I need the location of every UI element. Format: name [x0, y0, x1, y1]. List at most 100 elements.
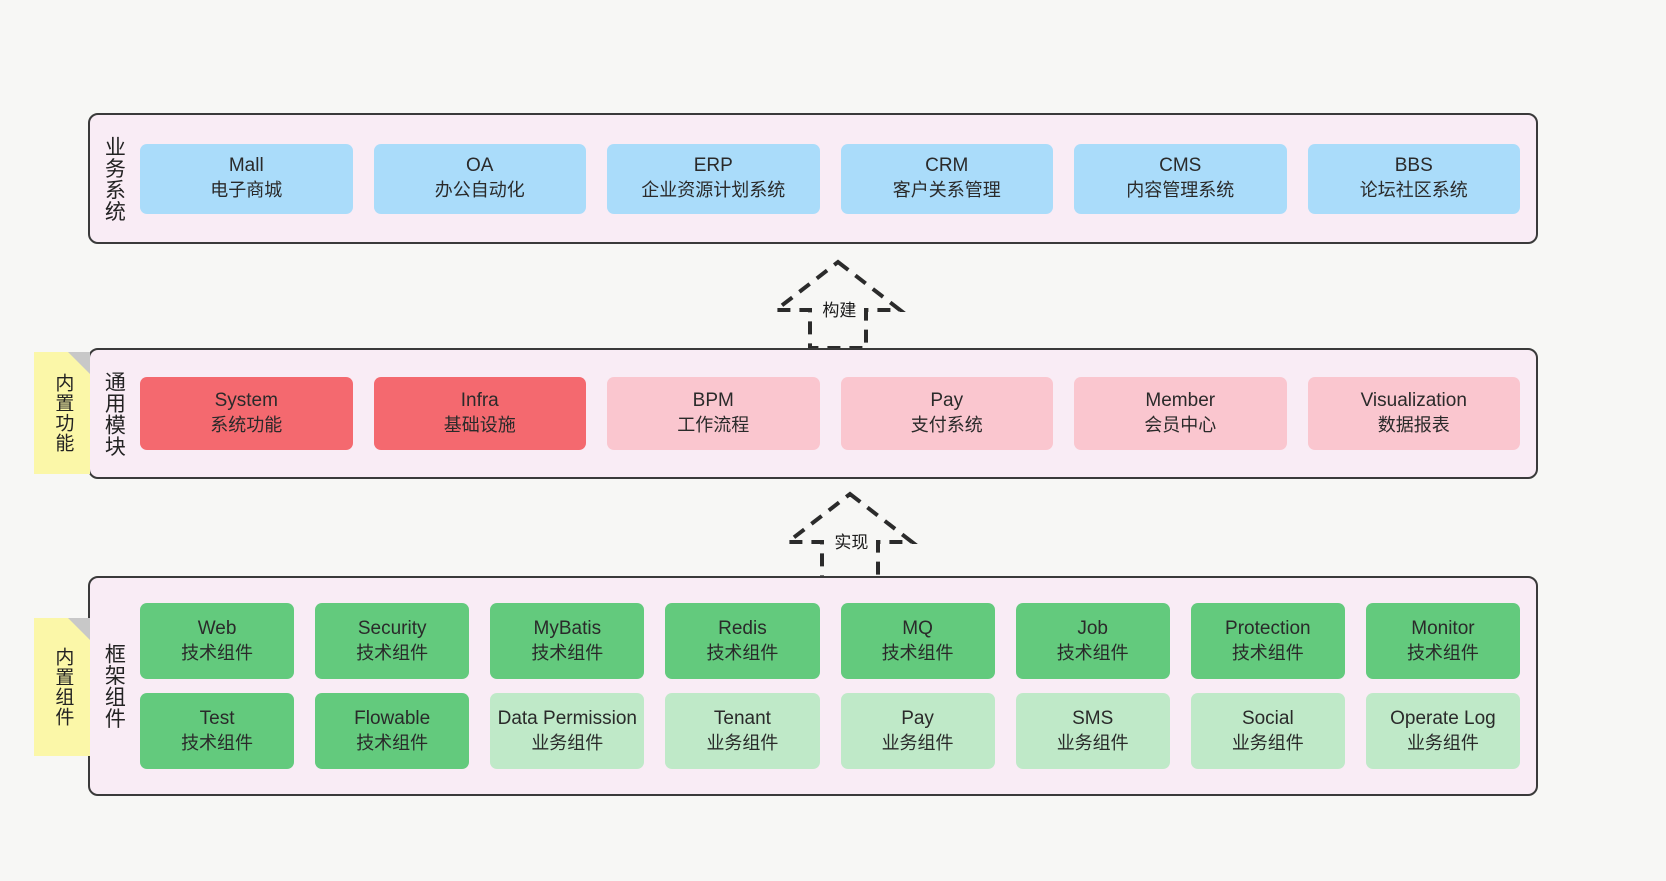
card-subtitle: 业务组件: [1231, 732, 1304, 753]
card-subtitle: 技术组件: [706, 642, 779, 663]
card-job[interactable]: Job 技术组件: [1015, 603, 1170, 679]
card-subtitle: 支付系统: [910, 415, 983, 436]
card-title: Operate Log: [1390, 707, 1496, 729]
card-mybatis[interactable]: MyBatis 技术组件: [490, 603, 645, 679]
card-subtitle: 业务组件: [706, 732, 779, 753]
card-subtitle: 工作流程: [677, 415, 750, 436]
card-subtitle: 会员中心: [1144, 415, 1217, 436]
sticky-note-builtin-components: 内置组件: [34, 618, 90, 756]
card-subtitle: 基础设施: [443, 415, 516, 436]
card-title: Job: [1077, 617, 1108, 639]
card-social[interactable]: Social 业务组件: [1190, 693, 1345, 769]
card-title: Social: [1241, 707, 1294, 729]
card-member[interactable]: Member 会员中心: [1074, 377, 1287, 450]
layer-body-common: System 系统功能 Infra 基础设施 BPM 工作流程 Pay 支付系统 Member 会…: [136, 350, 1536, 477]
card-monitor[interactable]: Monitor 技术组件: [1365, 603, 1520, 679]
card-title: Pay: [901, 707, 934, 729]
card-pay[interactable]: Pay 业务组件: [840, 693, 995, 769]
card-subtitle: 技术组件: [181, 642, 254, 663]
card-subtitle: 技术组件: [356, 732, 429, 753]
sticky-note-label: 内置组件: [52, 647, 74, 727]
card-data-permission[interactable]: Data Permission 业务组件: [490, 693, 645, 769]
card-subtitle: 办公自动化: [434, 180, 525, 201]
card-subtitle: 技术组件: [1231, 642, 1304, 663]
card-mall[interactable]: Mall 电子商城: [140, 143, 353, 214]
card-subtitle: 数据报表: [1377, 415, 1450, 436]
connector-build: 构建: [763, 258, 913, 350]
card-title: BPM: [692, 390, 734, 412]
card-title: System: [214, 390, 278, 412]
card-title: Mall: [228, 155, 264, 177]
card-pay[interactable]: Pay 支付系统: [840, 377, 1053, 450]
card-title: Monitor: [1411, 617, 1475, 639]
card-test[interactable]: Test 技术组件: [140, 693, 295, 769]
card-system[interactable]: System 系统功能: [140, 377, 353, 450]
layer-title-framework: 框架组件: [102, 643, 126, 729]
card-subtitle: 技术组件: [881, 642, 954, 663]
card-subtitle: 内容管理系统: [1126, 180, 1235, 201]
card-title: Visualization: [1360, 390, 1467, 412]
card-subtitle: 客户关系管理: [892, 180, 1001, 201]
card-title: Pay: [930, 390, 964, 412]
card-subtitle: 技术组件: [181, 732, 254, 753]
card-title: Web: [197, 617, 237, 639]
card-bbs[interactable]: BBS 论坛社区系统: [1307, 143, 1520, 214]
card-web[interactable]: Web 技术组件: [140, 603, 295, 679]
card-bpm[interactable]: BPM 工作流程: [607, 377, 820, 450]
card-protection[interactable]: Protection 技术组件: [1190, 603, 1345, 679]
layer-title-common: 通用模块: [102, 370, 126, 457]
card-title: Member: [1145, 390, 1216, 412]
card-title: BBS: [1394, 155, 1433, 177]
card-title: MQ: [902, 617, 933, 639]
page-fold-icon: [68, 618, 90, 640]
card-title: Data Permission: [497, 707, 637, 729]
card-subtitle: 业务组件: [1406, 732, 1479, 753]
sticky-note-builtin-functions: 内置功能: [34, 352, 90, 474]
card-subtitle: 电子商城: [210, 180, 283, 201]
card-flowable[interactable]: Flowable 技术组件: [315, 693, 470, 769]
card-title: Protection: [1225, 617, 1311, 639]
card-title: Flowable: [354, 707, 431, 729]
card-title: Security: [357, 617, 427, 639]
connector-build-label: 构建: [822, 301, 857, 320]
card-title: CMS: [1159, 155, 1202, 177]
card-subtitle: 企业资源计划系统: [641, 180, 786, 201]
card-subtitle: 业务组件: [531, 732, 604, 753]
card-subtitle: 技术组件: [356, 642, 429, 663]
card-mq[interactable]: MQ 技术组件: [840, 603, 995, 679]
card-operate-log[interactable]: Operate Log 业务组件: [1365, 693, 1520, 769]
card-security[interactable]: Security 技术组件: [315, 603, 470, 679]
card-title: Test: [199, 707, 235, 729]
card-subtitle: 技术组件: [531, 642, 604, 663]
card-row: System 系统功能 Infra 基础设施 BPM 工作流程 Pay 支付系统 Member 会…: [140, 377, 1520, 450]
connector-realize-label: 实现: [834, 533, 869, 552]
sticky-note-label: 内置功能: [52, 373, 74, 453]
layer-title-business: 业务系统: [102, 135, 126, 222]
card-subtitle: 系统功能: [210, 415, 283, 436]
card-title: MyBatis: [533, 617, 602, 639]
card-visualization[interactable]: Visualization 数据报表: [1307, 377, 1520, 450]
card-subtitle: 业务组件: [881, 732, 954, 753]
card-title: CRM: [925, 155, 969, 177]
card-subtitle: 业务组件: [1056, 732, 1129, 753]
card-cms[interactable]: CMS 内容管理系统: [1074, 143, 1287, 214]
card-oa[interactable]: OA 办公自动化: [373, 143, 586, 214]
card-title: OA: [466, 155, 494, 177]
connector-realize: 实现: [775, 490, 925, 582]
card-subtitle: 论坛社区系统: [1359, 180, 1468, 201]
card-infra[interactable]: Infra 基础设施: [373, 377, 586, 450]
card-title: Infra: [460, 390, 499, 412]
card-subtitle: 技术组件: [1056, 642, 1129, 663]
card-crm[interactable]: CRM 客户关系管理: [840, 143, 1053, 214]
card-subtitle: 技术组件: [1406, 642, 1479, 663]
